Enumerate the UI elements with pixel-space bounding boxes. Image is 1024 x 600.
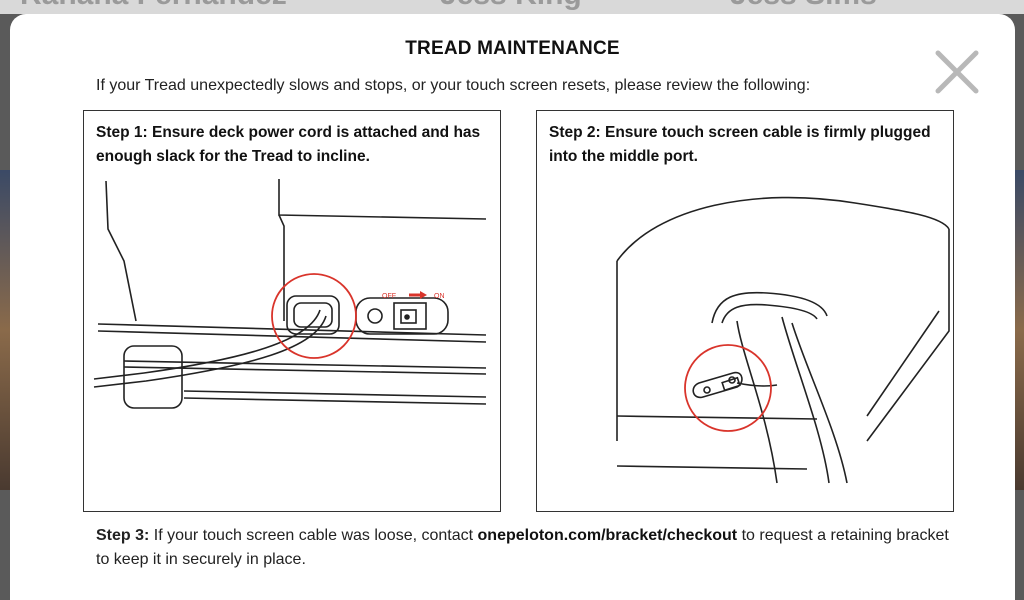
step3-text-after: to request a retaining bracket to keep i… [96, 527, 949, 568]
background-text: Rahana Fernandez [20, 0, 287, 12]
step2-text: Step 2: Ensure touch screen cable is fir… [549, 124, 931, 165]
highlight-circle [271, 273, 357, 359]
background-text: Jess King [440, 0, 582, 12]
close-icon[interactable] [932, 47, 982, 97]
step3-label: Step 3: [96, 527, 150, 544]
bracket-checkout-link[interactable]: onepeloton.com/bracket/checkout [477, 527, 738, 544]
power-cord-illustration: OFF ON [93, 179, 487, 409]
background-text: Jess Sims [730, 0, 877, 12]
step1-text: Step 1: Ensure deck power cord is attach… [96, 124, 481, 165]
switch-on-label: ON [434, 293, 445, 300]
tread-maintenance-modal: TREAD MAINTENANCE If your Tread unexpect… [10, 14, 1015, 600]
background-thumbnail [1015, 170, 1024, 490]
background-app-header: Rahana Fernandez Jess King Jess Sims [0, 0, 1024, 14]
step1-panel: Step 1: Ensure deck power cord is attach… [83, 110, 501, 512]
modal-title: TREAD MAINTENANCE [405, 38, 620, 59]
step3-text-before: If your touch screen cable was loose, co… [149, 527, 478, 544]
step3-text: Step 3: If your touch screen cable was l… [96, 524, 956, 572]
modal-intro: If your Tread unexpectedly slows and sto… [96, 77, 811, 94]
step2-panel: Step 2: Ensure touch screen cable is fir… [536, 110, 954, 512]
cable-port-illustration [616, 196, 950, 484]
background-thumbnail [0, 170, 10, 490]
highlight-circle [684, 344, 772, 432]
switch-off-label: OFF [382, 293, 396, 300]
